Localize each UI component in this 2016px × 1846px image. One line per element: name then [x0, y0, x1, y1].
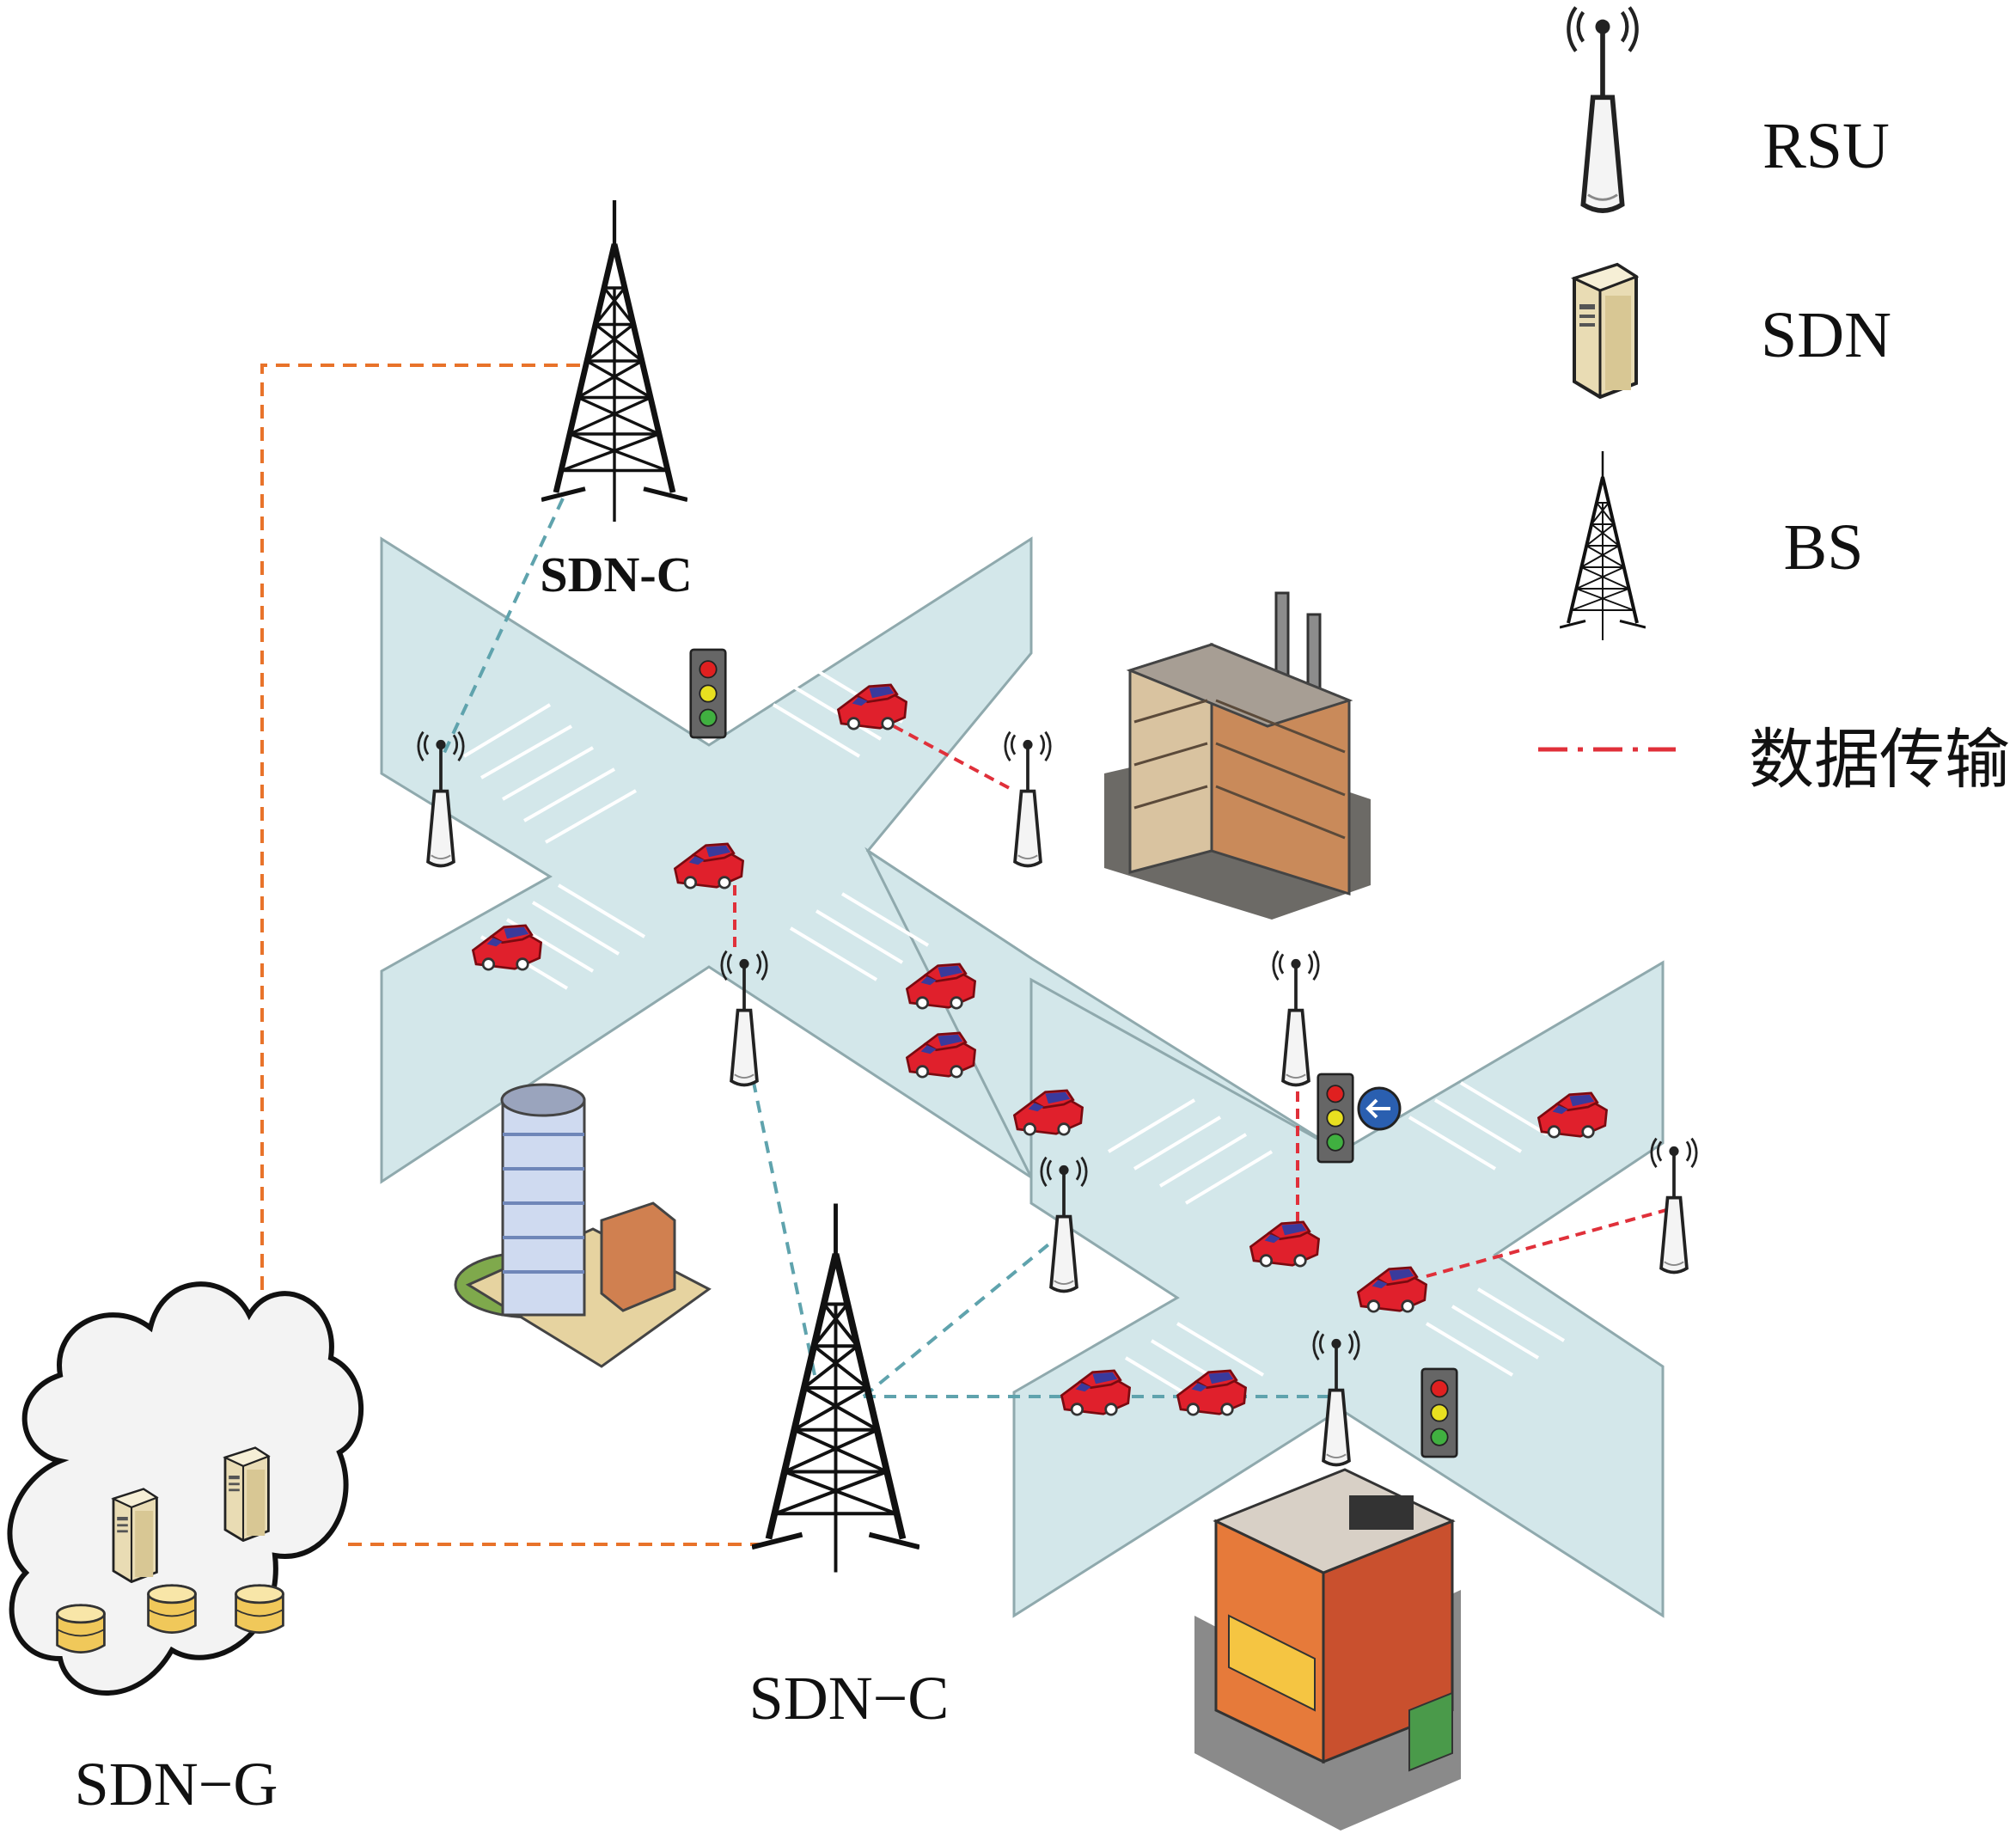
database-icon: [235, 1584, 284, 1634]
bs-tower-icon: [752, 1204, 919, 1573]
link-bottombs-rsu-b: [862, 1236, 1059, 1398]
database-icon: [56, 1604, 106, 1653]
legend-data-label: 数据传输: [1749, 721, 2010, 798]
link-bottombs-rsu-a: [750, 1073, 816, 1376]
link-gateway-top-bs: [260, 364, 584, 1379]
legend-bs-icon: [1560, 451, 1646, 640]
bs-tower-icon: [541, 200, 687, 522]
label-top-controller: SDN-C: [540, 547, 692, 602]
label-bottom-controller: SDN−C: [749, 1664, 950, 1733]
link-data-1: [893, 724, 1015, 792]
legend: RSU SDN BS 数据传输: [1538, 8, 2010, 798]
traffic-light-icon: [689, 648, 727, 739]
sdn-server-icon: [112, 1488, 158, 1583]
office-tower: [454, 1083, 712, 1368]
label-gateway: SDN−G: [75, 1750, 278, 1818]
link-data-4: [1426, 1206, 1677, 1278]
legend-sdn-icon: [1574, 265, 1636, 397]
database-icon: [147, 1584, 197, 1634]
legend-rsu-icon: [1568, 8, 1636, 211]
roads: [380, 536, 1665, 1618]
turn-sign-icon: [1357, 1086, 1402, 1131]
sdn-server-icon: [223, 1446, 270, 1542]
traffic-light-icon: [1317, 1073, 1354, 1164]
factory-building: [1104, 591, 1371, 920]
link-topbs-rsu: [441, 498, 565, 757]
traffic-light-icon: [1420, 1367, 1458, 1458]
legend-bs-label: BS: [1784, 511, 1864, 584]
rsu-antenna-icon: [1272, 949, 1320, 1087]
road-intersection-2: [1012, 960, 1665, 1618]
legend-sdn-label: SDN: [1761, 299, 1891, 371]
legend-rsu-label: RSU: [1762, 110, 1890, 182]
rsu-antenna-icon: [1650, 1136, 1698, 1274]
shop-building: [1194, 1468, 1461, 1831]
rsu-antenna-icon: [1004, 730, 1052, 868]
